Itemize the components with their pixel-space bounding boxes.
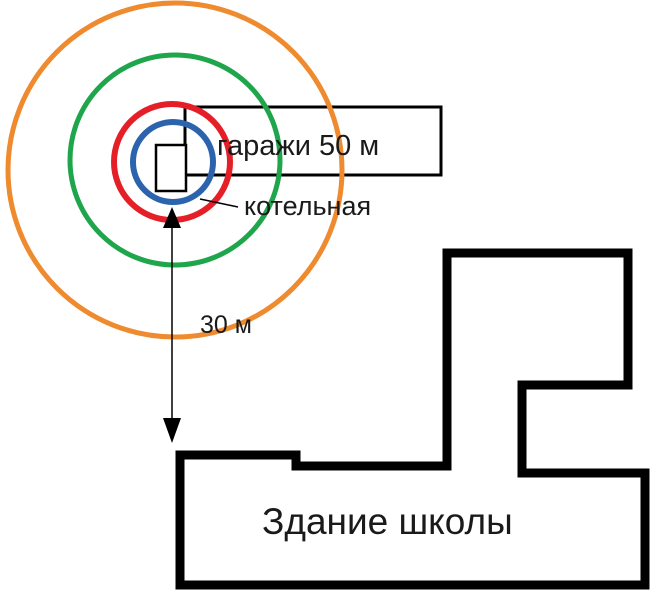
boiler-room-label: котельная	[244, 191, 371, 221]
distance-arrow-head-top	[163, 207, 181, 228]
school-building-outline	[175, 248, 650, 590]
garages-label: гаражи 50 м	[217, 130, 379, 162]
school-building-label: Здание школы	[262, 501, 513, 542]
boiler-room-block	[154, 143, 188, 193]
distance-label: 30 м	[200, 311, 252, 339]
boiler-room-leader-line	[199, 198, 239, 208]
green-zone-ring	[67, 52, 283, 268]
distance-arrow-head-bottom	[163, 418, 181, 443]
blue-zone-ring	[130, 119, 216, 205]
orange-zone-ring	[5, 0, 345, 340]
